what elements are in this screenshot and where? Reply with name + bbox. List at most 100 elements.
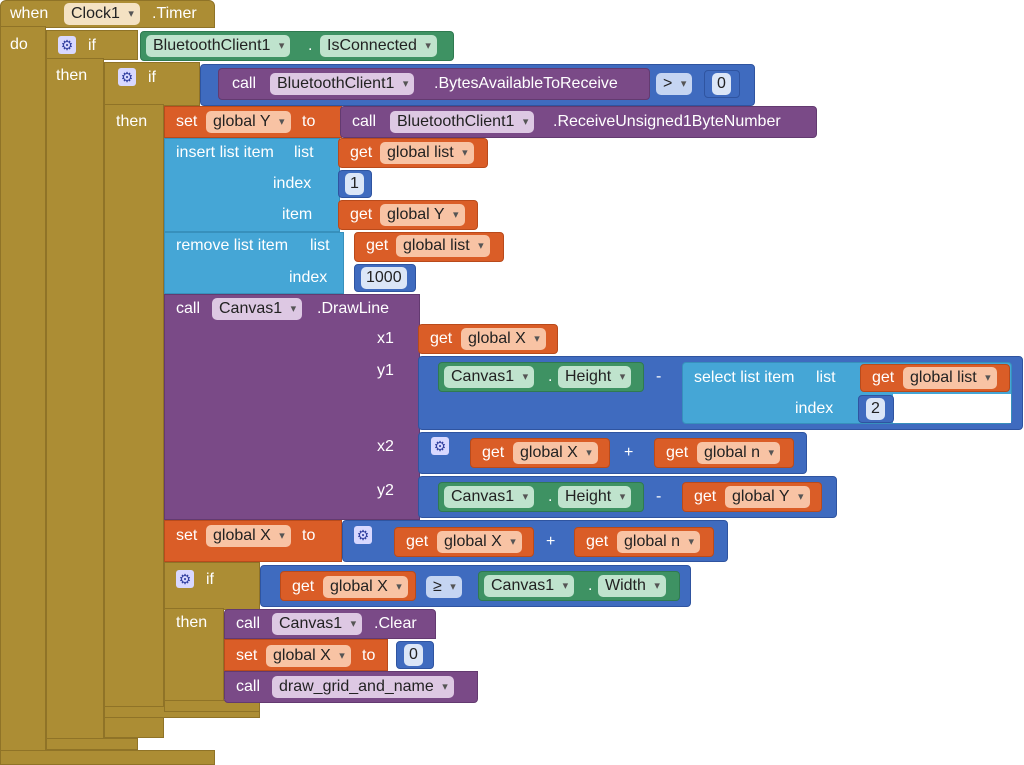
- set-x-get-n-label: get: [586, 533, 609, 550]
- width-canvas-component-dropdown[interactable]: Canvas1: [484, 575, 575, 597]
- insert-list-label: list: [294, 144, 314, 161]
- set-x-to-label: to: [302, 527, 316, 544]
- draw-line-call-label: call: [176, 300, 201, 317]
- insert-index-label: index: [273, 175, 312, 192]
- y2-height-dot: .: [548, 488, 553, 505]
- inner-if-label: if: [148, 69, 156, 86]
- bytes-method-label: .BytesAvailableToReceive: [434, 75, 618, 92]
- reset-x-var-dropdown[interactable]: global X: [266, 645, 351, 667]
- event-block-bottom: [0, 750, 215, 765]
- is-connected-dot: .: [308, 37, 313, 54]
- set-y-var-dropdown[interactable]: global Y: [206, 111, 291, 133]
- insert-list-var-dropdown[interactable]: global list: [380, 142, 474, 164]
- select-get-label: get: [872, 369, 895, 386]
- clear-component-dropdown[interactable]: Canvas1: [272, 613, 363, 635]
- remove-list-item-block[interactable]: [164, 232, 344, 294]
- outer-then-label: then: [56, 67, 88, 84]
- remove-get-label: get: [366, 237, 389, 254]
- remove-list-label: list: [310, 237, 330, 254]
- set-x-n-var-dropdown[interactable]: global n: [617, 531, 701, 553]
- bytes-component-dropdown[interactable]: BluetoothClient1: [270, 73, 415, 95]
- compare-operator-dropdown[interactable]: >: [656, 73, 693, 95]
- x1-var-dropdown[interactable]: global X: [461, 328, 546, 350]
- x2-add-gear-icon[interactable]: ⚙: [431, 437, 449, 455]
- draw-line-component-dropdown[interactable]: Canvas1: [212, 298, 303, 320]
- clear-method-label: .Clear: [374, 615, 417, 632]
- set-x-label: set: [176, 527, 198, 544]
- insert-get-label: get: [350, 144, 373, 161]
- x2-label: x2: [377, 438, 394, 455]
- receive-call-label: call: [352, 113, 377, 130]
- set-x-add-gear-icon[interactable]: ⚙: [354, 526, 372, 544]
- draw-grid-call-label: call: [236, 678, 261, 695]
- y2-get-y-label: get: [694, 488, 717, 505]
- insert-list-item-block[interactable]: [164, 138, 340, 232]
- select-list-item-label: select list item: [694, 369, 795, 386]
- insert-get-y-label: get: [350, 206, 373, 223]
- width-if-gear-icon[interactable]: ⚙: [176, 570, 194, 588]
- y1-canvas-component-dropdown[interactable]: Canvas1: [444, 366, 535, 388]
- inner-if-arm: [104, 104, 164, 738]
- insert-item-label: item: [282, 206, 313, 223]
- y1-minus-operator: -: [656, 368, 662, 385]
- draw-line-method-label: .DrawLine: [317, 300, 390, 317]
- insert-index-value[interactable]: 1: [345, 173, 364, 195]
- remove-index-label: index: [289, 269, 328, 286]
- x1-label: x1: [377, 330, 394, 347]
- outer-if-gear-icon[interactable]: ⚙: [58, 36, 76, 54]
- draw-line-call-block[interactable]: [164, 294, 420, 520]
- width-if-bottom: [164, 700, 260, 712]
- remove-index-value[interactable]: 1000: [361, 267, 407, 289]
- outer-if-bottom: [46, 738, 138, 750]
- y1-height-property-dropdown[interactable]: Height: [558, 366, 632, 388]
- y1-label: y1: [377, 362, 394, 379]
- width-if-arm: [164, 608, 224, 708]
- x2-get-x-label: get: [482, 444, 505, 461]
- is-connected-property-dropdown[interactable]: IsConnected: [320, 35, 437, 57]
- event-block-left-arm: [0, 26, 46, 765]
- select-index-label: index: [795, 400, 834, 417]
- set-x-plus-operator: +: [546, 533, 556, 550]
- inner-then-label: then: [116, 113, 148, 130]
- select-list-var-dropdown[interactable]: global list: [903, 367, 997, 389]
- width-property-dropdown[interactable]: Width: [598, 575, 666, 597]
- y2-canvas-component-dropdown[interactable]: Canvas1: [444, 486, 535, 508]
- x2-x-var-dropdown[interactable]: global X: [513, 442, 598, 464]
- set-x-x-var-dropdown[interactable]: global X: [437, 531, 522, 553]
- remove-list-item-label: remove list item: [176, 237, 289, 254]
- set-x-var-dropdown[interactable]: global X: [206, 525, 291, 547]
- select-list-label: list: [816, 369, 836, 386]
- outer-if-arm: [46, 58, 104, 750]
- remove-list-var-dropdown[interactable]: global list: [396, 235, 490, 257]
- bluetooth-component-dropdown[interactable]: BluetoothClient1: [146, 35, 291, 57]
- zero-number-value[interactable]: 0: [712, 73, 731, 95]
- inner-if-gear-icon[interactable]: ⚙: [118, 68, 136, 86]
- width-compare-operator-dropdown[interactable]: ≥: [426, 576, 462, 598]
- outer-if-label: if: [88, 37, 96, 54]
- set-x-get-x-label: get: [406, 533, 429, 550]
- set-y-to-label: to: [302, 113, 316, 130]
- reset-zero-value[interactable]: 0: [404, 644, 423, 666]
- timer-event-label: .Timer: [152, 5, 197, 22]
- width-x-var-dropdown[interactable]: global X: [323, 576, 408, 598]
- draw-grid-procedure-dropdown[interactable]: draw_grid_and_name: [272, 676, 454, 698]
- x2-n-var-dropdown[interactable]: global n: [697, 442, 781, 464]
- when-label: when: [10, 5, 49, 22]
- width-get-x-label: get: [292, 578, 315, 595]
- insert-list-item-label: insert list item: [176, 144, 274, 161]
- select-block-notch: [893, 394, 1011, 423]
- x1-get-label: get: [430, 330, 453, 347]
- width-dot: .: [588, 577, 593, 594]
- clear-call-label: call: [236, 615, 261, 632]
- y2-label: y2: [377, 482, 394, 499]
- receive-component-dropdown[interactable]: BluetoothClient1: [390, 111, 535, 133]
- insert-item-var-dropdown[interactable]: global Y: [380, 204, 465, 226]
- clock-component-dropdown[interactable]: Clock1: [64, 3, 140, 25]
- x2-plus-operator: +: [624, 444, 634, 461]
- y1-height-dot: .: [548, 368, 553, 385]
- select-index-value[interactable]: 2: [866, 398, 885, 420]
- reset-x-set-label: set: [236, 647, 258, 664]
- y2-height-property-dropdown[interactable]: Height: [558, 486, 632, 508]
- receive-method-label: .ReceiveUnsigned1ByteNumber: [553, 113, 781, 130]
- y2-y-var-dropdown[interactable]: global Y: [725, 486, 810, 508]
